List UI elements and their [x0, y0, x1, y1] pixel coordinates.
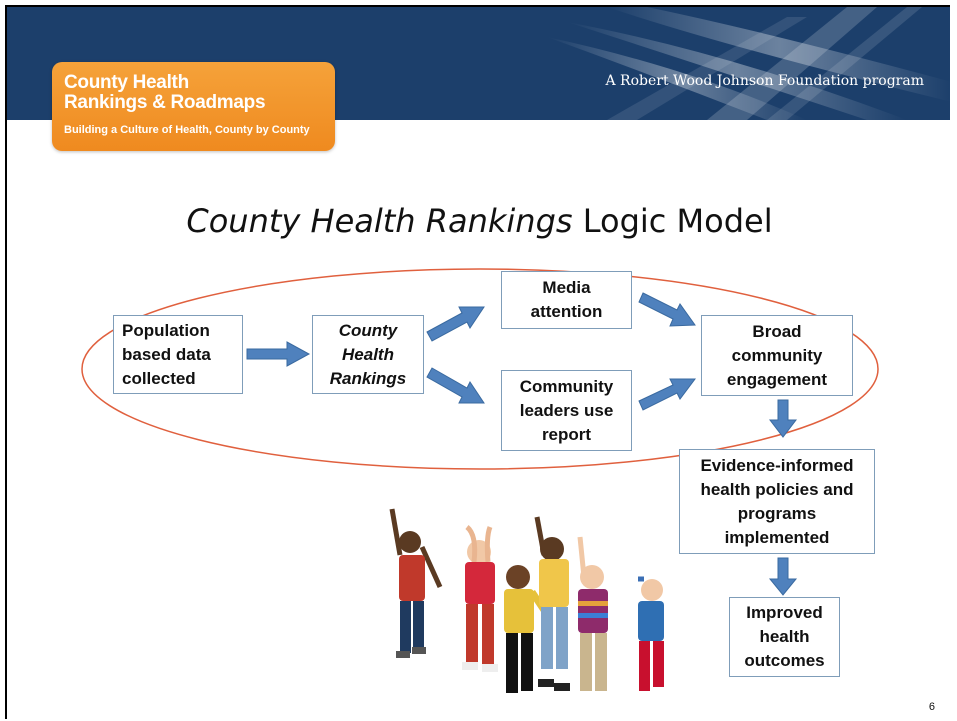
node-broad-label: Broad community engagement — [726, 321, 828, 389]
child-4 — [534, 516, 570, 691]
node-outcomes-label: Improved health outcomes — [744, 603, 825, 670]
logo: County Health Rankings & Roadmaps Buildi… — [52, 62, 335, 151]
arrow-broad-to-evidence — [768, 399, 798, 438]
node-community-leaders: Community leaders use report — [501, 370, 632, 451]
node-population-data: Population based data collected — [113, 315, 243, 394]
node-chr-label: County Health Rankings — [329, 320, 407, 388]
title-italic: County Health Rankings — [186, 202, 573, 240]
child-1 — [389, 508, 443, 658]
node-evidence-label: Evidence-informed health policies and pr… — [700, 455, 854, 547]
node-population-label: Population based data collected — [122, 320, 211, 388]
diagram-connectors — [81, 268, 879, 596]
arrow-evidence-to-outcomes — [768, 557, 798, 596]
node-media-label: Media attention — [530, 278, 603, 321]
logo-line-1: County Health — [64, 72, 189, 93]
child-6 — [638, 576, 664, 691]
tagline: A Robert Wood Johnson Foundation program — [605, 73, 925, 89]
title-plain: Logic Model — [572, 202, 773, 240]
arrow-media-to-broad — [638, 292, 696, 327]
child-2 — [462, 525, 498, 672]
node-evidence-policies: Evidence-informed health policies and pr… — [679, 449, 875, 554]
page-number: 6 — [928, 701, 935, 713]
grouping-ellipse — [81, 268, 879, 470]
node-media-attention: Media attention — [501, 271, 632, 329]
arrow-chr-to-media — [426, 306, 485, 342]
light-rays-decoration — [547, 7, 950, 120]
slide-title: County Health Rankings Logic Model — [7, 202, 950, 240]
logo-tagline: Building a Culture of Health, County by … — [64, 124, 310, 136]
logo-line-2: Rankings & Roadmaps — [64, 92, 266, 113]
jumping-children-photo — [389, 508, 664, 693]
node-improved-outcomes: Improved health outcomes — [729, 597, 840, 677]
node-leaders-label: Community leaders use report — [519, 376, 614, 444]
slide: A Robert Wood Johnson Foundation program… — [5, 5, 950, 719]
arrow-leaders-to-broad — [638, 378, 696, 411]
node-broad-engagement: Broad community engagement — [701, 315, 853, 396]
arrow-population-to-chr — [246, 341, 311, 367]
arrow-chr-to-leaders — [426, 367, 485, 404]
child-5 — [577, 536, 608, 691]
node-county-health-rankings: County Health Rankings — [312, 315, 424, 394]
